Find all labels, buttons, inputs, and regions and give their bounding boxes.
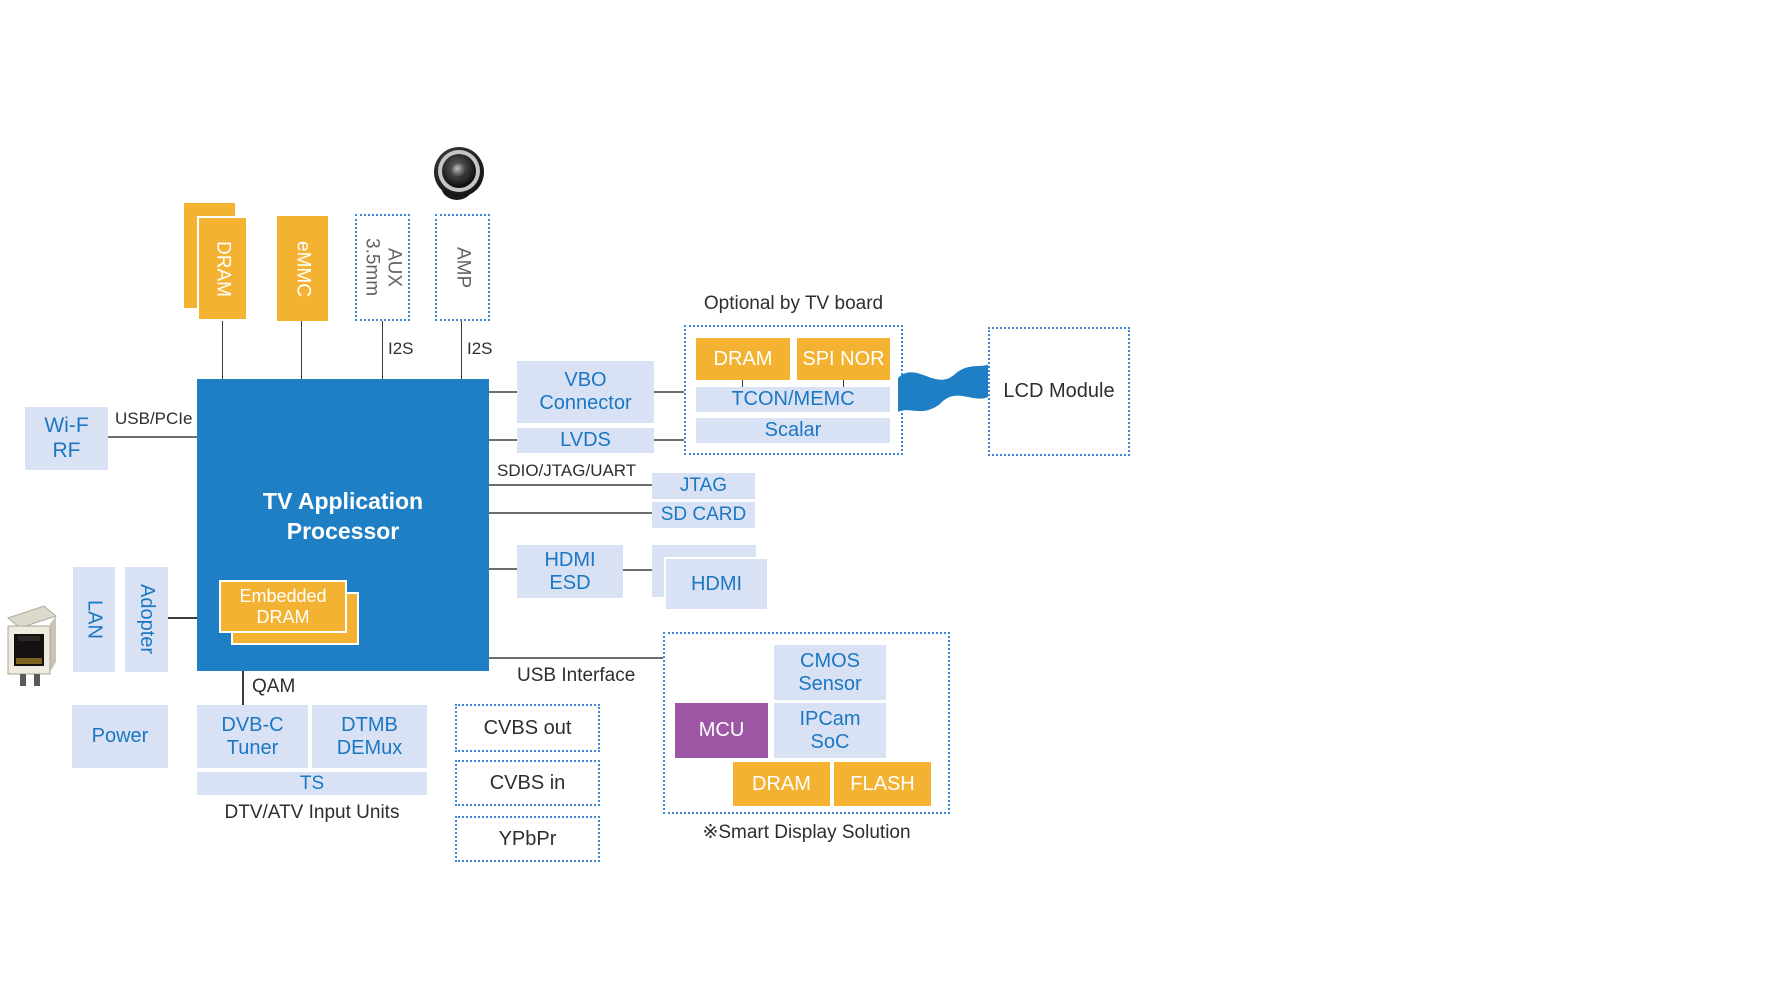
cvbs-out-label: CVBS out xyxy=(483,716,572,739)
hdmi-esd-box: HDMI ESD xyxy=(517,545,623,598)
vbo-optional-line xyxy=(654,391,684,393)
wifi-rf-label: Wi-F RF xyxy=(44,414,89,462)
ypbpr-box: YPbPr xyxy=(455,816,600,862)
amp-label: AMP xyxy=(452,246,474,289)
smart-display-caption: ※Smart Display Solution xyxy=(702,822,911,843)
dram-tcon-tick xyxy=(742,380,743,387)
processor-lvds-line xyxy=(489,439,517,441)
processor-smart-display-line xyxy=(489,657,663,659)
smart-display-group xyxy=(663,632,950,814)
jtag-label: JTAG xyxy=(679,475,728,497)
vbo-connector-box: VBO Connector xyxy=(517,361,654,423)
qam-label: QAM xyxy=(252,676,296,697)
embedded-dram-label: Embedded DRAM xyxy=(239,585,327,627)
sd-card-label: SD CARD xyxy=(660,504,747,526)
cvbs-in-label: CVBS in xyxy=(489,771,566,794)
ipcam-soc-label: IPCam SoC xyxy=(799,707,861,753)
ts-bar: TS xyxy=(197,772,427,795)
embedded-dram-box: Embedded DRAM xyxy=(219,580,347,633)
vbo-connector-label: VBO Connector xyxy=(539,369,632,414)
tcon-memc-box: TCON/MEMC xyxy=(696,387,890,412)
optional-board-caption: Optional by TV board xyxy=(703,293,884,314)
flash-box: FLASH xyxy=(834,762,931,806)
dvbc-tuner-label: DVB-C Tuner xyxy=(221,713,284,759)
smart-dram-box: DRAM xyxy=(733,762,830,806)
emmc-box: eMMC xyxy=(277,216,328,321)
dram-box: DRAM xyxy=(197,216,248,321)
lan-label: LAN xyxy=(83,600,106,639)
wifi-processor-line xyxy=(108,436,197,438)
dram-label: DRAM xyxy=(212,240,234,297)
speaker-icon xyxy=(434,147,484,200)
spi-nor-box: SPI NOR xyxy=(797,338,890,380)
lcd-module-label: LCD Module xyxy=(1003,380,1115,402)
mcu-box: MCU xyxy=(675,703,768,758)
processor-title: TV Application Processor xyxy=(262,488,424,544)
optional-dram-box: DRAM xyxy=(696,338,790,380)
i2s-right-label: I2S xyxy=(467,339,493,358)
ethernet-jack-icon xyxy=(6,605,58,686)
flash-label: FLASH xyxy=(850,772,915,795)
adopter-label: Adopter xyxy=(136,584,158,655)
ipcam-soc-box: IPCam SoC xyxy=(774,703,886,758)
sdio-jtag-uart-label: SDIO/JTAG/UART xyxy=(497,461,637,480)
amp-connector-line xyxy=(461,321,462,379)
cmos-sensor-box: CMOS Sensor xyxy=(774,645,886,700)
lcd-module-box: LCD Module xyxy=(988,327,1130,456)
lvds-box: LVDS xyxy=(517,428,654,453)
adopter-box: Adopter xyxy=(125,567,168,672)
mcu-label: MCU xyxy=(698,719,745,741)
cmos-sensor-label: CMOS Sensor xyxy=(798,649,862,695)
lvds-optional-line xyxy=(654,439,684,441)
dvbc-tuner-box: DVB-C Tuner xyxy=(197,705,308,768)
adopter-processor-line xyxy=(168,617,197,619)
usb-pcie-label: USB/PCIe xyxy=(115,409,193,428)
ypbpr-label: YPbPr xyxy=(498,827,557,850)
hdmi-esd-label: HDMI ESD xyxy=(544,548,596,594)
cvbs-in-box: CVBS in xyxy=(455,760,600,806)
dtmb-demux-label: DTMB DEMux xyxy=(336,713,403,759)
scalar-box: Scalar xyxy=(696,418,890,443)
emmc-connector-line xyxy=(301,321,302,379)
ribbon-connector xyxy=(898,362,993,412)
lvds-label: LVDS xyxy=(560,429,611,451)
aux-connector-line xyxy=(382,321,383,379)
cvbs-out-box: CVBS out xyxy=(455,704,600,752)
optional-dram-label: DRAM xyxy=(713,347,773,370)
i2s-left-label: I2S xyxy=(388,339,414,358)
dtv-atv-caption: DTV/ATV Input Units xyxy=(224,802,400,823)
tcon-memc-label: TCON/MEMC xyxy=(731,388,855,410)
spi-nor-label: SPI NOR xyxy=(802,347,885,370)
dram-connector-line xyxy=(222,321,223,379)
power-label: Power xyxy=(91,725,149,747)
power-box: Power xyxy=(72,705,168,768)
hdmi-esd-hdmi-line xyxy=(623,569,652,571)
scalar-label: Scalar xyxy=(764,419,822,441)
hdmi-box: HDMI xyxy=(664,557,769,611)
processor-hdmi-esd-line xyxy=(489,568,517,570)
aux-label: 3.5mm AUX xyxy=(361,238,405,297)
qam-line xyxy=(242,671,244,705)
sd-card-box: SD CARD xyxy=(652,502,755,528)
hdmi-label: HDMI xyxy=(690,572,743,595)
spinor-tcon-tick xyxy=(843,380,844,387)
lan-box: LAN xyxy=(73,567,115,672)
processor-sdcard-line xyxy=(489,512,652,514)
dtmb-demux-box: DTMB DEMux xyxy=(312,705,427,768)
wifi-rf-box: Wi-F RF xyxy=(25,407,108,470)
smart-dram-label: DRAM xyxy=(752,772,811,795)
usb-interface-label: USB Interface xyxy=(517,665,636,686)
amp-box: AMP xyxy=(435,214,490,321)
processor-jtag-line xyxy=(489,484,652,486)
aux-box: 3.5mm AUX xyxy=(355,214,410,321)
emmc-label: eMMC xyxy=(292,240,314,297)
processor-vbo-line xyxy=(489,391,517,393)
jtag-box: JTAG xyxy=(652,473,755,499)
ts-label: TS xyxy=(299,772,325,794)
